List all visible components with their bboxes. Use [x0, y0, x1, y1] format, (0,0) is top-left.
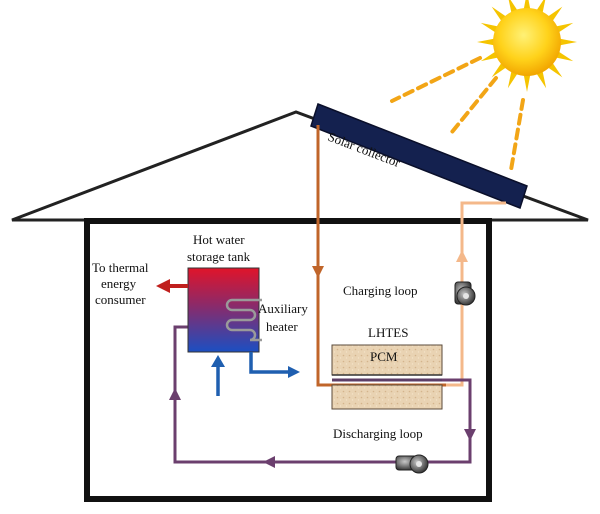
discharging-loop-label: Discharging loop — [333, 426, 423, 441]
cold-water-arrow-right — [288, 366, 300, 378]
consumer-label-line1: To thermal — [92, 260, 149, 275]
charging-flow-arrow — [312, 266, 324, 278]
cold-water-arrow-up — [211, 355, 225, 367]
discharging-arrow-left — [263, 456, 275, 468]
heater-label-line1: Auxiliary — [258, 301, 308, 316]
solar-collector — [310, 103, 528, 209]
sun-ray — [477, 38, 496, 46]
sun-ray — [555, 50, 574, 62]
heater-label-line2: heater — [266, 319, 298, 334]
sun-ray — [555, 22, 574, 34]
discharging-arrow-up — [169, 388, 181, 400]
lhtes-module — [331, 344, 443, 410]
consumer-arrow — [156, 279, 170, 293]
sun-ray — [480, 50, 499, 62]
discharging-arrow-down — [464, 429, 476, 441]
pump-icon — [395, 454, 429, 474]
lhtes-label: LHTES — [368, 325, 408, 340]
pump-icon — [454, 281, 476, 306]
sun-ray — [480, 22, 499, 34]
tank-label-line2: storage tank — [187, 249, 251, 264]
sun-icon — [477, 0, 577, 92]
sun-ray — [523, 0, 531, 11]
pcm-label: PCM — [370, 349, 398, 364]
sun-ray — [535, 70, 547, 89]
charging-return-arrow — [456, 250, 468, 262]
pcm-block-top — [331, 344, 443, 376]
sun-ray — [523, 73, 531, 92]
charging-loop-label: Charging loop — [343, 283, 418, 298]
pcm-block-bottom — [331, 384, 443, 410]
tank-label-line1: Hot water — [193, 232, 245, 247]
sun-ray — [558, 38, 577, 46]
discharging-loop — [173, 325, 472, 464]
cold-water-pipes — [216, 352, 292, 396]
sun-ray — [507, 70, 519, 89]
heating-coil-icon — [225, 298, 262, 342]
consumer-label-line2: energy — [101, 276, 137, 291]
sun-rays — [390, 56, 525, 172]
consumer-label-line3: consumer — [95, 292, 146, 307]
